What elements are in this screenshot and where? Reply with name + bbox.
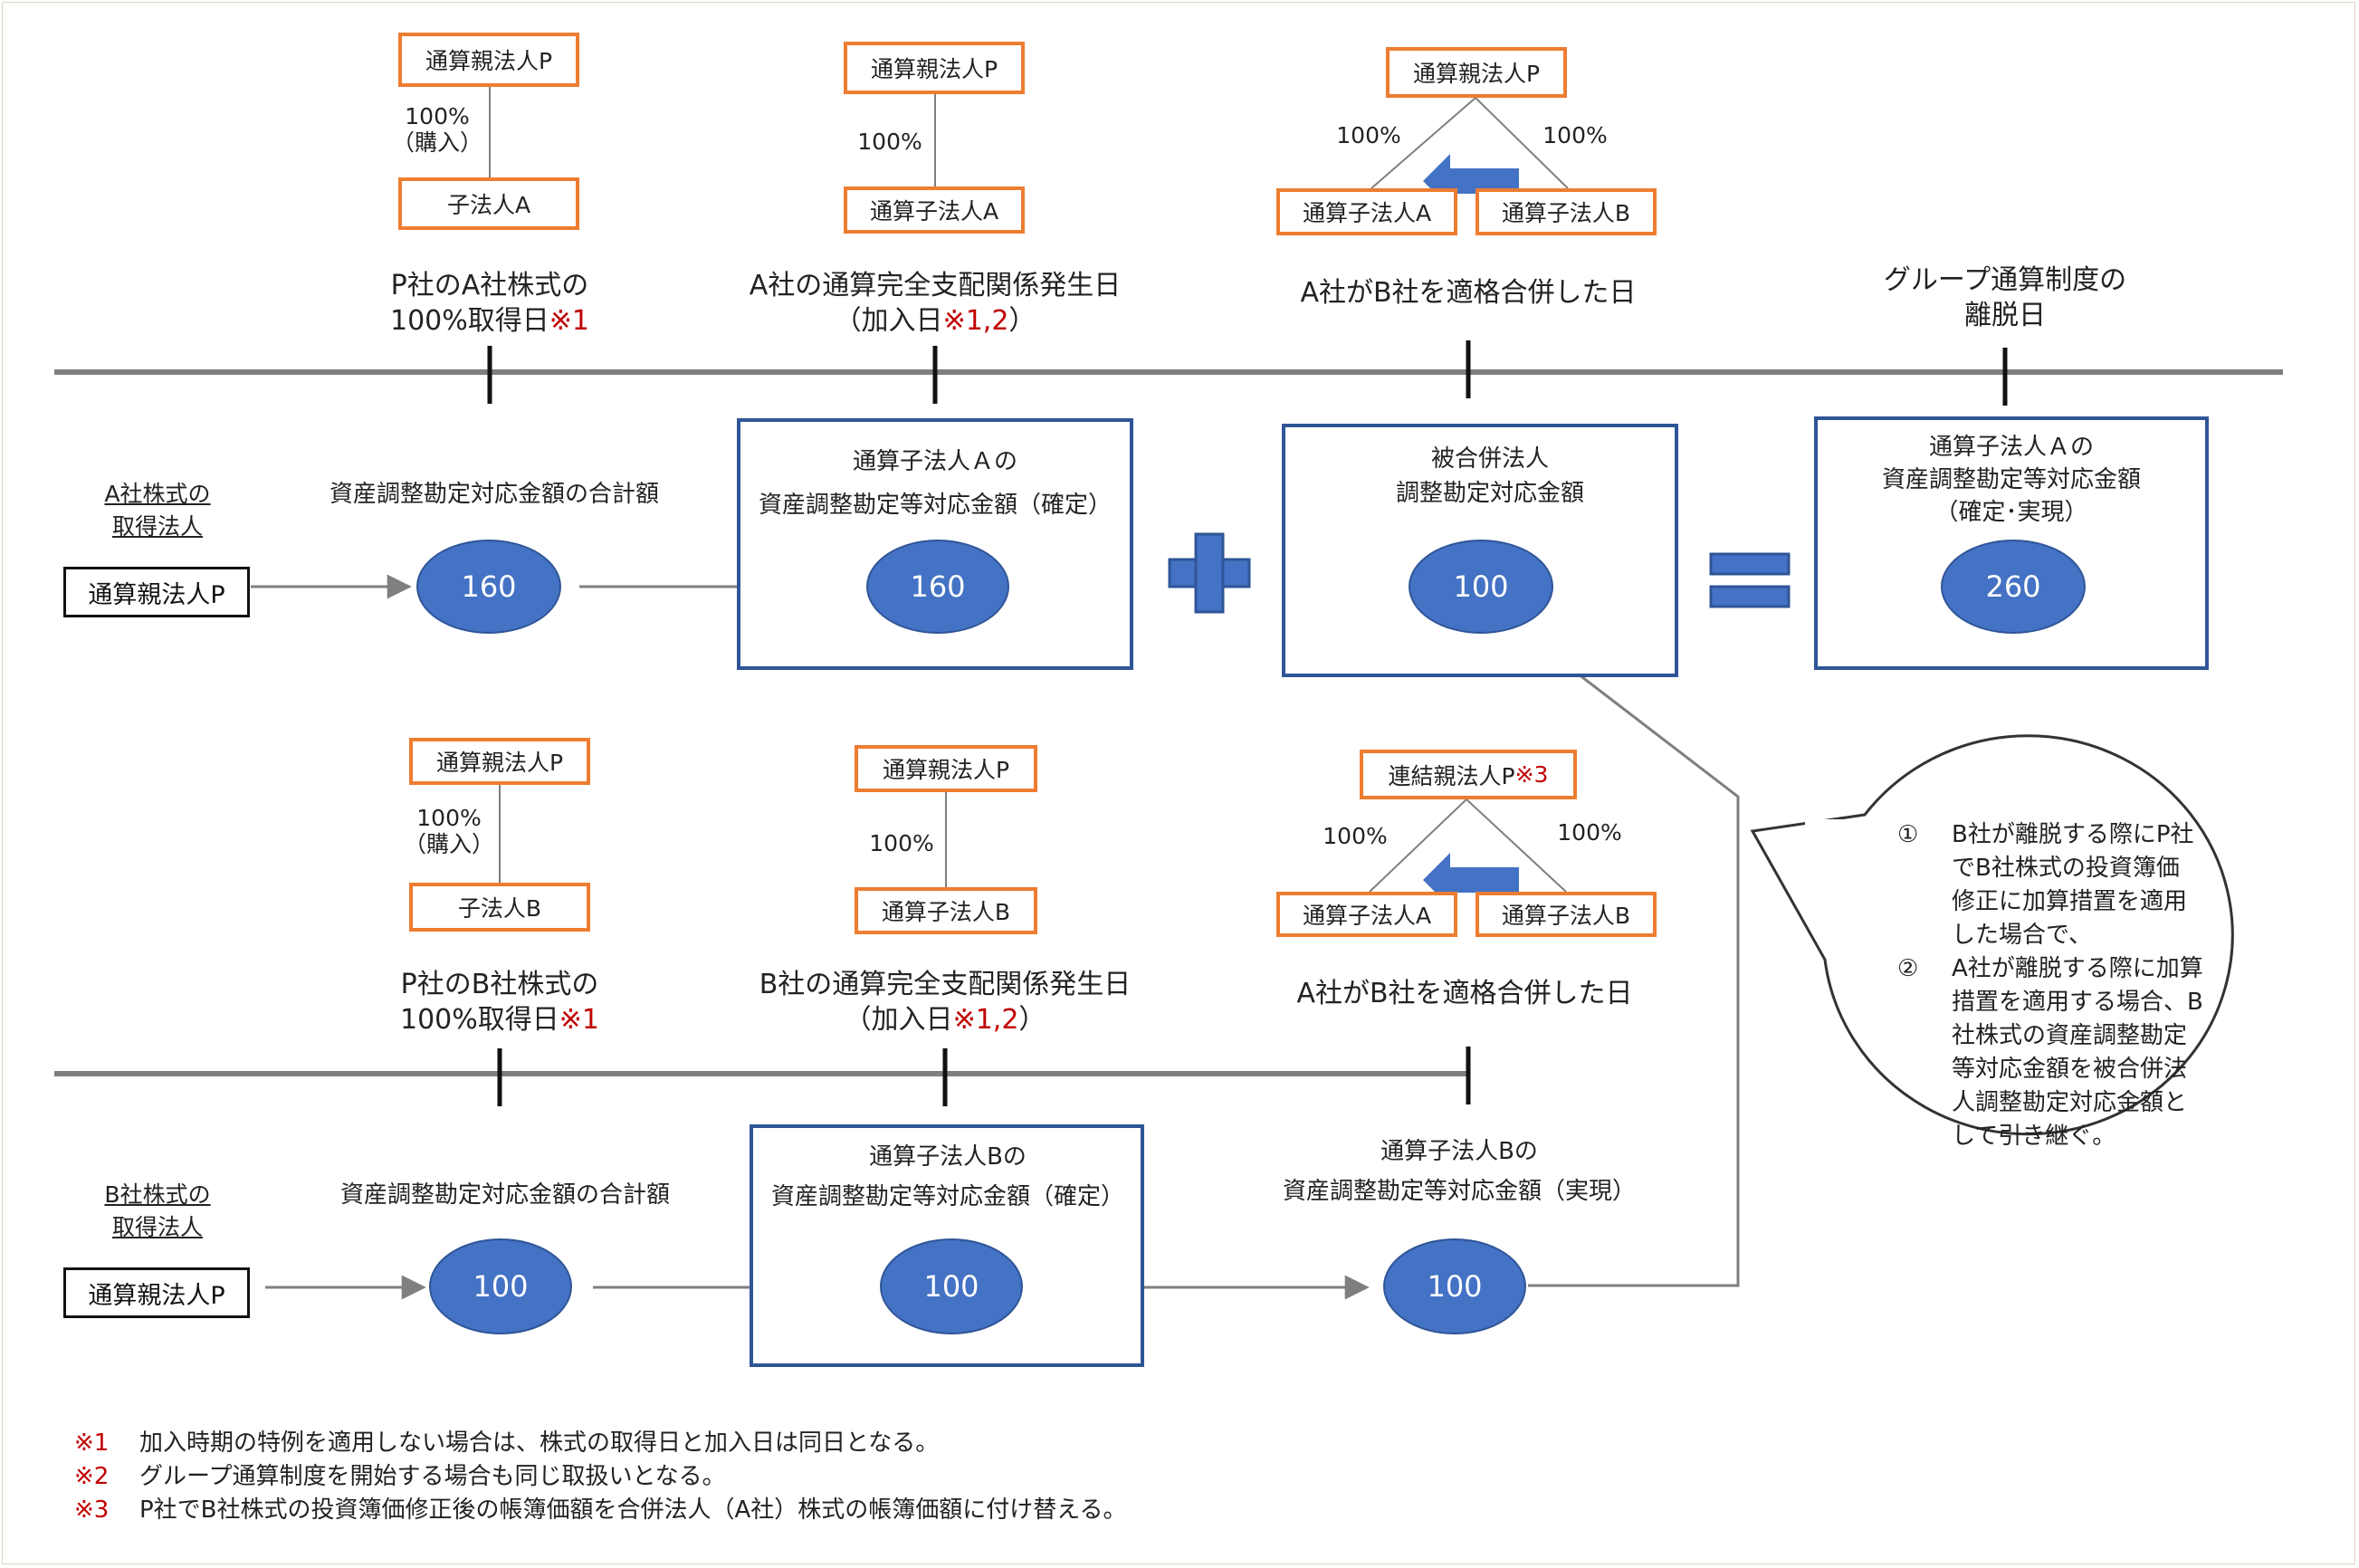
amount-circle: 160 xyxy=(416,540,561,634)
amount-circle: 100 xyxy=(1409,540,1553,634)
org-parent-box: 通算親法人P xyxy=(398,33,579,87)
plus-icon xyxy=(1168,532,1251,614)
acquirer-label: A社株式の取得法人 xyxy=(104,481,211,540)
org-child-box: 通算子法人A xyxy=(844,186,1025,234)
org-child-box: 通算子法人B xyxy=(1476,892,1657,937)
total-amount-label: 資産調整勘定対応金額の合計額 xyxy=(339,1181,671,1209)
callout-text: ① B社が離脱する際にP社でB社株式の投資簿価修正に加算措置を適用した場合で、 … xyxy=(1897,821,2203,1150)
ownership-percent: 100% xyxy=(1557,819,1622,846)
amount-circle: 160 xyxy=(866,540,1009,634)
merged-adjustment-label: 被合併法人調整勘定対応金額 xyxy=(1395,445,1585,507)
ownership-percent: 100%（購入） xyxy=(403,805,495,857)
org-parent-box: 通算親法人P xyxy=(855,745,1037,792)
event-label-merger: A社がB社を適格合併した日 xyxy=(1296,978,1633,1009)
ownership-percent: 100% xyxy=(1323,823,1388,849)
ownership-percent: 100% xyxy=(869,830,934,856)
total-amount-label: 資産調整勘定対応金額の合計額 xyxy=(329,481,660,508)
org-child-box: 子法人A xyxy=(398,177,579,230)
callout-bubble xyxy=(1750,734,2234,1136)
amount-circle: 100 xyxy=(880,1238,1023,1334)
final-amount-label: 通算子法人Ａの資産調整勘定等対応金額（確定･実現） xyxy=(1881,434,2142,526)
org-child-box: 通算子法人A xyxy=(1276,892,1457,937)
acquirer-box: 通算親法人P xyxy=(63,567,250,617)
ownership-percent: 100% xyxy=(857,129,922,155)
amount-circle: 100 xyxy=(1383,1238,1526,1334)
event-label-join: B社の通算完全支配関係発生日（加入日※1,2） xyxy=(759,969,1132,1036)
event-label-join: A社の通算完全支配関係発生日（加入日※1,2） xyxy=(749,270,1122,337)
event-label-merger: A社がB社を適格合併した日 xyxy=(1300,277,1637,309)
amount-circle: 100 xyxy=(429,1238,572,1334)
amount-circle: 260 xyxy=(1941,540,2086,634)
realized-amount-label: 通算子法人Bの資産調整勘定等対応金額（実現） xyxy=(1282,1138,1637,1205)
ownership-percent: 100% xyxy=(1336,122,1401,148)
org-parent-box: 通算親法人P xyxy=(409,738,590,785)
org-parent-box: 連結親法人P※3 xyxy=(1360,750,1577,799)
acquirer-label: B社株式の取得法人 xyxy=(104,1181,211,1240)
org-child-box: 子法人B xyxy=(409,883,590,932)
acquirer-box: 通算親法人P xyxy=(63,1267,250,1318)
org-parent-box: 通算親法人P xyxy=(844,42,1025,94)
ownership-percent: 100%（購入） xyxy=(391,103,483,156)
org-child-box: 通算子法人B xyxy=(855,887,1037,934)
org-parent-box: 通算親法人P xyxy=(1386,47,1567,98)
org-child-box: 通算子法人A xyxy=(1276,188,1457,235)
confirmed-amount-label: 通算子法人Bの資産調整勘定等対応金額（確定） xyxy=(770,1143,1125,1210)
ownership-percent: 100% xyxy=(1542,122,1608,148)
org-child-box: 通算子法人B xyxy=(1476,188,1657,235)
event-label-exit: グループ通算制度の離脱日 xyxy=(1883,264,2127,331)
confirmed-amount-label: 通算子法人Ａの資産調整勘定等対応金額（確定） xyxy=(758,448,1113,519)
equals-icon xyxy=(1709,552,1791,608)
